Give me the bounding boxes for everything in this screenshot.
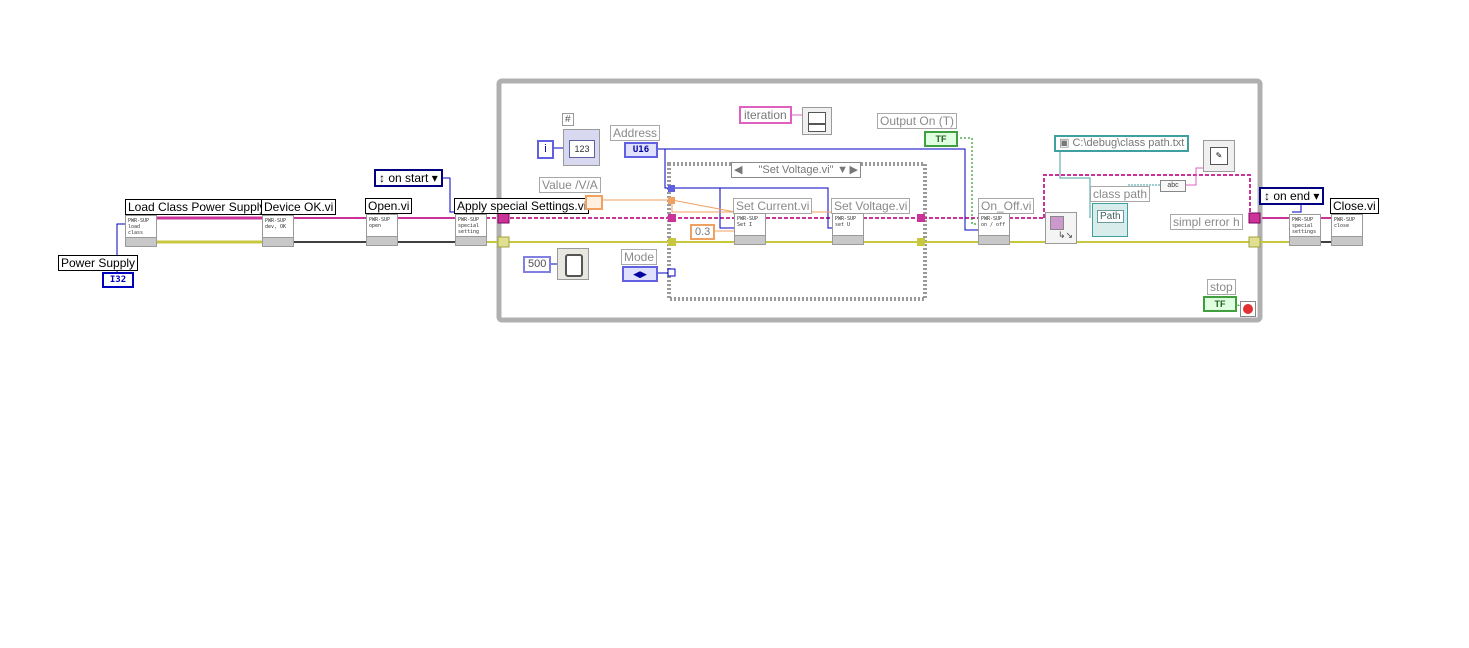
mode-label: Mode [621, 249, 658, 265]
open-label: Open.vi [365, 198, 413, 214]
class-path-label: class path [1090, 186, 1151, 202]
subvi-text: PWR-SUP [835, 216, 857, 222]
dropdown-arrow-icon: ▾ [428, 171, 438, 185]
subvi-text: Set I [737, 222, 753, 228]
output-on-control[interactable]: TF [924, 131, 958, 147]
wait-ms-function[interactable] [557, 248, 589, 280]
to-more-specific-class-function[interactable]: ↳↘ [1045, 212, 1077, 244]
iteration-terminal: i [537, 140, 554, 159]
subvi-text: PWR-SUP [128, 218, 150, 224]
dropdown-arrow-icon: ▾ [1310, 189, 1320, 203]
display-function-icon[interactable] [802, 107, 832, 135]
subvi-text: dev, OK [265, 224, 287, 230]
ring-arrows-icon: ↕ [1264, 189, 1274, 203]
numeric-indicator-icon[interactable]: 123 [563, 129, 600, 166]
shift-register-left [497, 212, 510, 224]
prev-case-icon: ◀ [734, 164, 743, 176]
next-case-icon: ▶ [849, 164, 858, 176]
dropdown-arrow-icon: ▼ [837, 164, 848, 176]
numeric-icon-text: 123 [569, 140, 595, 158]
subvi-text: on / off [981, 222, 1006, 228]
ring-arrows-icon: ◀▶ [633, 269, 647, 279]
on-start-text: on start [388, 171, 429, 185]
subvi-text: set U [835, 222, 851, 228]
value-control[interactable] [585, 195, 603, 210]
pencil-icon: ✎ [1210, 147, 1228, 165]
subvi-text: setting [458, 229, 480, 235]
on-end-enum[interactable]: ↕ on end ▾ [1259, 187, 1325, 205]
on-off-label: On_Off.vi [978, 198, 1035, 214]
loop-condition-terminal[interactable] [1240, 301, 1256, 317]
on-start-wire [440, 177, 456, 213]
subvi-text: PWR-SUP [981, 216, 1003, 222]
subvi-text: PWR-SUP [369, 217, 391, 223]
class-path-constant-text: C:\debug\class path.txt [1072, 137, 1185, 149]
wait-constant[interactable]: 500 [523, 256, 552, 273]
on-start-enum[interactable]: ↕ on start ▾ [374, 169, 443, 187]
case-selector-text: "Set Voltage.vi" [758, 164, 834, 176]
current-constant[interactable]: 0.3 [690, 224, 716, 240]
subvi-text: PWR-SUP [737, 216, 759, 222]
output-on-label: Output On (T) [877, 113, 958, 129]
mode-control[interactable]: ◀▶ [622, 266, 658, 282]
shift-register-right [1248, 212, 1261, 224]
address-wire [657, 148, 980, 231]
subvi-text: load class [128, 224, 144, 236]
subvi-text: close [1334, 223, 1350, 229]
clock-icon [565, 254, 583, 277]
subvi-text: open [369, 223, 382, 229]
subvi-text: special [458, 223, 480, 229]
on-end-text: on end [1273, 189, 1311, 203]
subvi-text: special [1292, 223, 1314, 229]
class-path-constant[interactable]: ▣ C:\debug\class path.txt [1054, 135, 1190, 152]
device-ok-label: Device OK.vi [261, 199, 337, 215]
subvi-text: PWR-SUP [265, 218, 287, 224]
address-control[interactable]: U16 [624, 142, 658, 158]
arrow-icon: ↳↘ [1058, 230, 1074, 240]
output-on-wire [956, 137, 980, 225]
address-label: Address [610, 125, 661, 141]
class-path-indicator: Path [1092, 203, 1128, 237]
simple-error-handler-label: simpl error h [1170, 214, 1243, 230]
string-format-icon[interactable]: abc [1160, 180, 1186, 192]
set-current-label: Set Current.vi [733, 198, 813, 214]
subvi-text: PWR-SUP [458, 217, 480, 223]
ring-arrows-icon: ↕ [379, 171, 389, 185]
value-label: Value /V/A [539, 177, 601, 193]
power-supply-label: Power Supply [58, 255, 139, 271]
load-class-label: Load Class Power Supply. [125, 199, 271, 215]
stop-label: stop [1207, 279, 1236, 295]
on-end-wire [1292, 203, 1302, 213]
case-selector[interactable]: ◀ "Set Voltage.vi" ▼ ▶ [731, 162, 861, 178]
subvi-text: settings [1292, 229, 1317, 235]
n-terminal-label: # [562, 113, 574, 126]
close-label: Close.vi [1330, 198, 1379, 214]
stop-control[interactable]: TF [1203, 296, 1237, 312]
power-supply-enum-terminal[interactable]: I32 [102, 272, 134, 288]
subvi-text: PWR-SUP [1334, 217, 1356, 223]
path-indicator-text: Path [1097, 210, 1124, 223]
stop-sign-icon [1243, 304, 1253, 314]
apply-special-label: Apply special Settings.vi [454, 198, 590, 214]
iteration-indicator: iteration [739, 106, 792, 124]
write-text-file-function[interactable]: ✎ [1203, 140, 1235, 172]
path-icon: ▣ [1059, 137, 1073, 149]
set-voltage-label: Set Voltage.vi [831, 198, 911, 214]
class-path-wire [1059, 152, 1091, 218]
subvi-text: PWR-SUP [1292, 217, 1314, 223]
